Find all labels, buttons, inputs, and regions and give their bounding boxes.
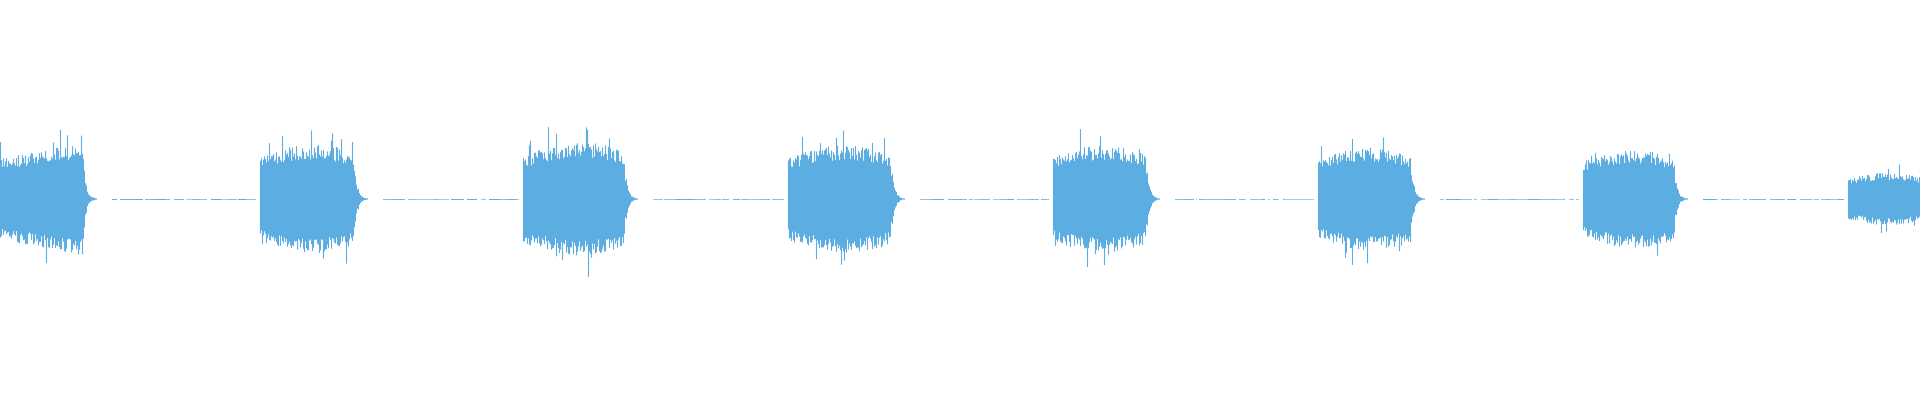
waveform-burst xyxy=(522,127,638,277)
waveform-burst xyxy=(0,129,97,263)
waveform-burst xyxy=(1582,150,1688,256)
waveform-burst xyxy=(787,130,905,265)
waveform-burst xyxy=(1847,164,1920,233)
waveform-burst xyxy=(1317,137,1425,265)
waveform-burst xyxy=(259,130,368,264)
waveform-bursts xyxy=(0,127,1920,277)
waveform-burst xyxy=(1052,129,1160,267)
